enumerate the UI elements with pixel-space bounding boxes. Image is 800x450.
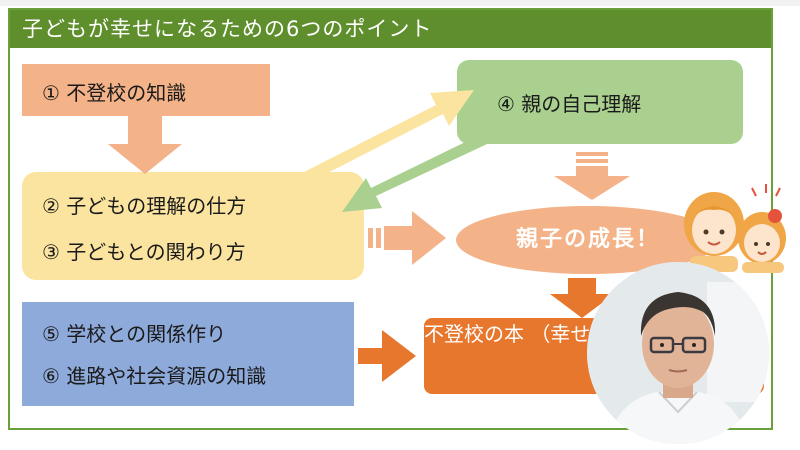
arrow-stripe-1 [368, 228, 373, 248]
points-2-3-box: ② 子どもの理解の仕方 ③ 子どもとの関わり方 [22, 172, 364, 280]
goal-line-1: 不登校の本 [424, 322, 524, 346]
arrow-stripe-4 [576, 159, 608, 163]
point-1-label: ① 不登校の知識 [42, 81, 187, 105]
arrow-down-1 [108, 116, 182, 174]
arrow-stripe-2 [376, 228, 381, 248]
arrow-down-goal [550, 278, 614, 318]
point-4-label: ④ 親の自己理解 [497, 92, 642, 116]
point-1-box: ① 不登校の知識 [22, 64, 270, 116]
arrow-stripe-3 [576, 152, 608, 156]
points-5-6-box: ⑤ 学校との関係作り ⑥ 進路や社会資源の知識 [22, 302, 354, 406]
slide-title: 子どもが幸せになるための6つのポイント [10, 10, 771, 48]
point-3-label: ③ 子どもとの関わり方 [42, 240, 246, 264]
point-4-box: ④ 親の自己理解 [457, 60, 743, 144]
point-2-label: ② 子どもの理解の仕方 [42, 194, 247, 218]
presenter-avatar-icon [587, 262, 769, 444]
parent-child-illustration-icon [684, 184, 786, 273]
arrow-diagonal-up [300, 90, 474, 184]
point-5-label: ⑤ 学校との関係作り [42, 322, 227, 346]
point-6-label: ⑥ 進路や社会資源の知識 [42, 364, 267, 388]
presenter-webcam [587, 262, 769, 444]
arrow-diagonal-back [342, 128, 500, 212]
arrow-down-growth [554, 166, 630, 200]
arrow-right-growth [384, 211, 446, 265]
top-strip [0, 0, 800, 6]
arrow-right-goal [358, 330, 416, 382]
